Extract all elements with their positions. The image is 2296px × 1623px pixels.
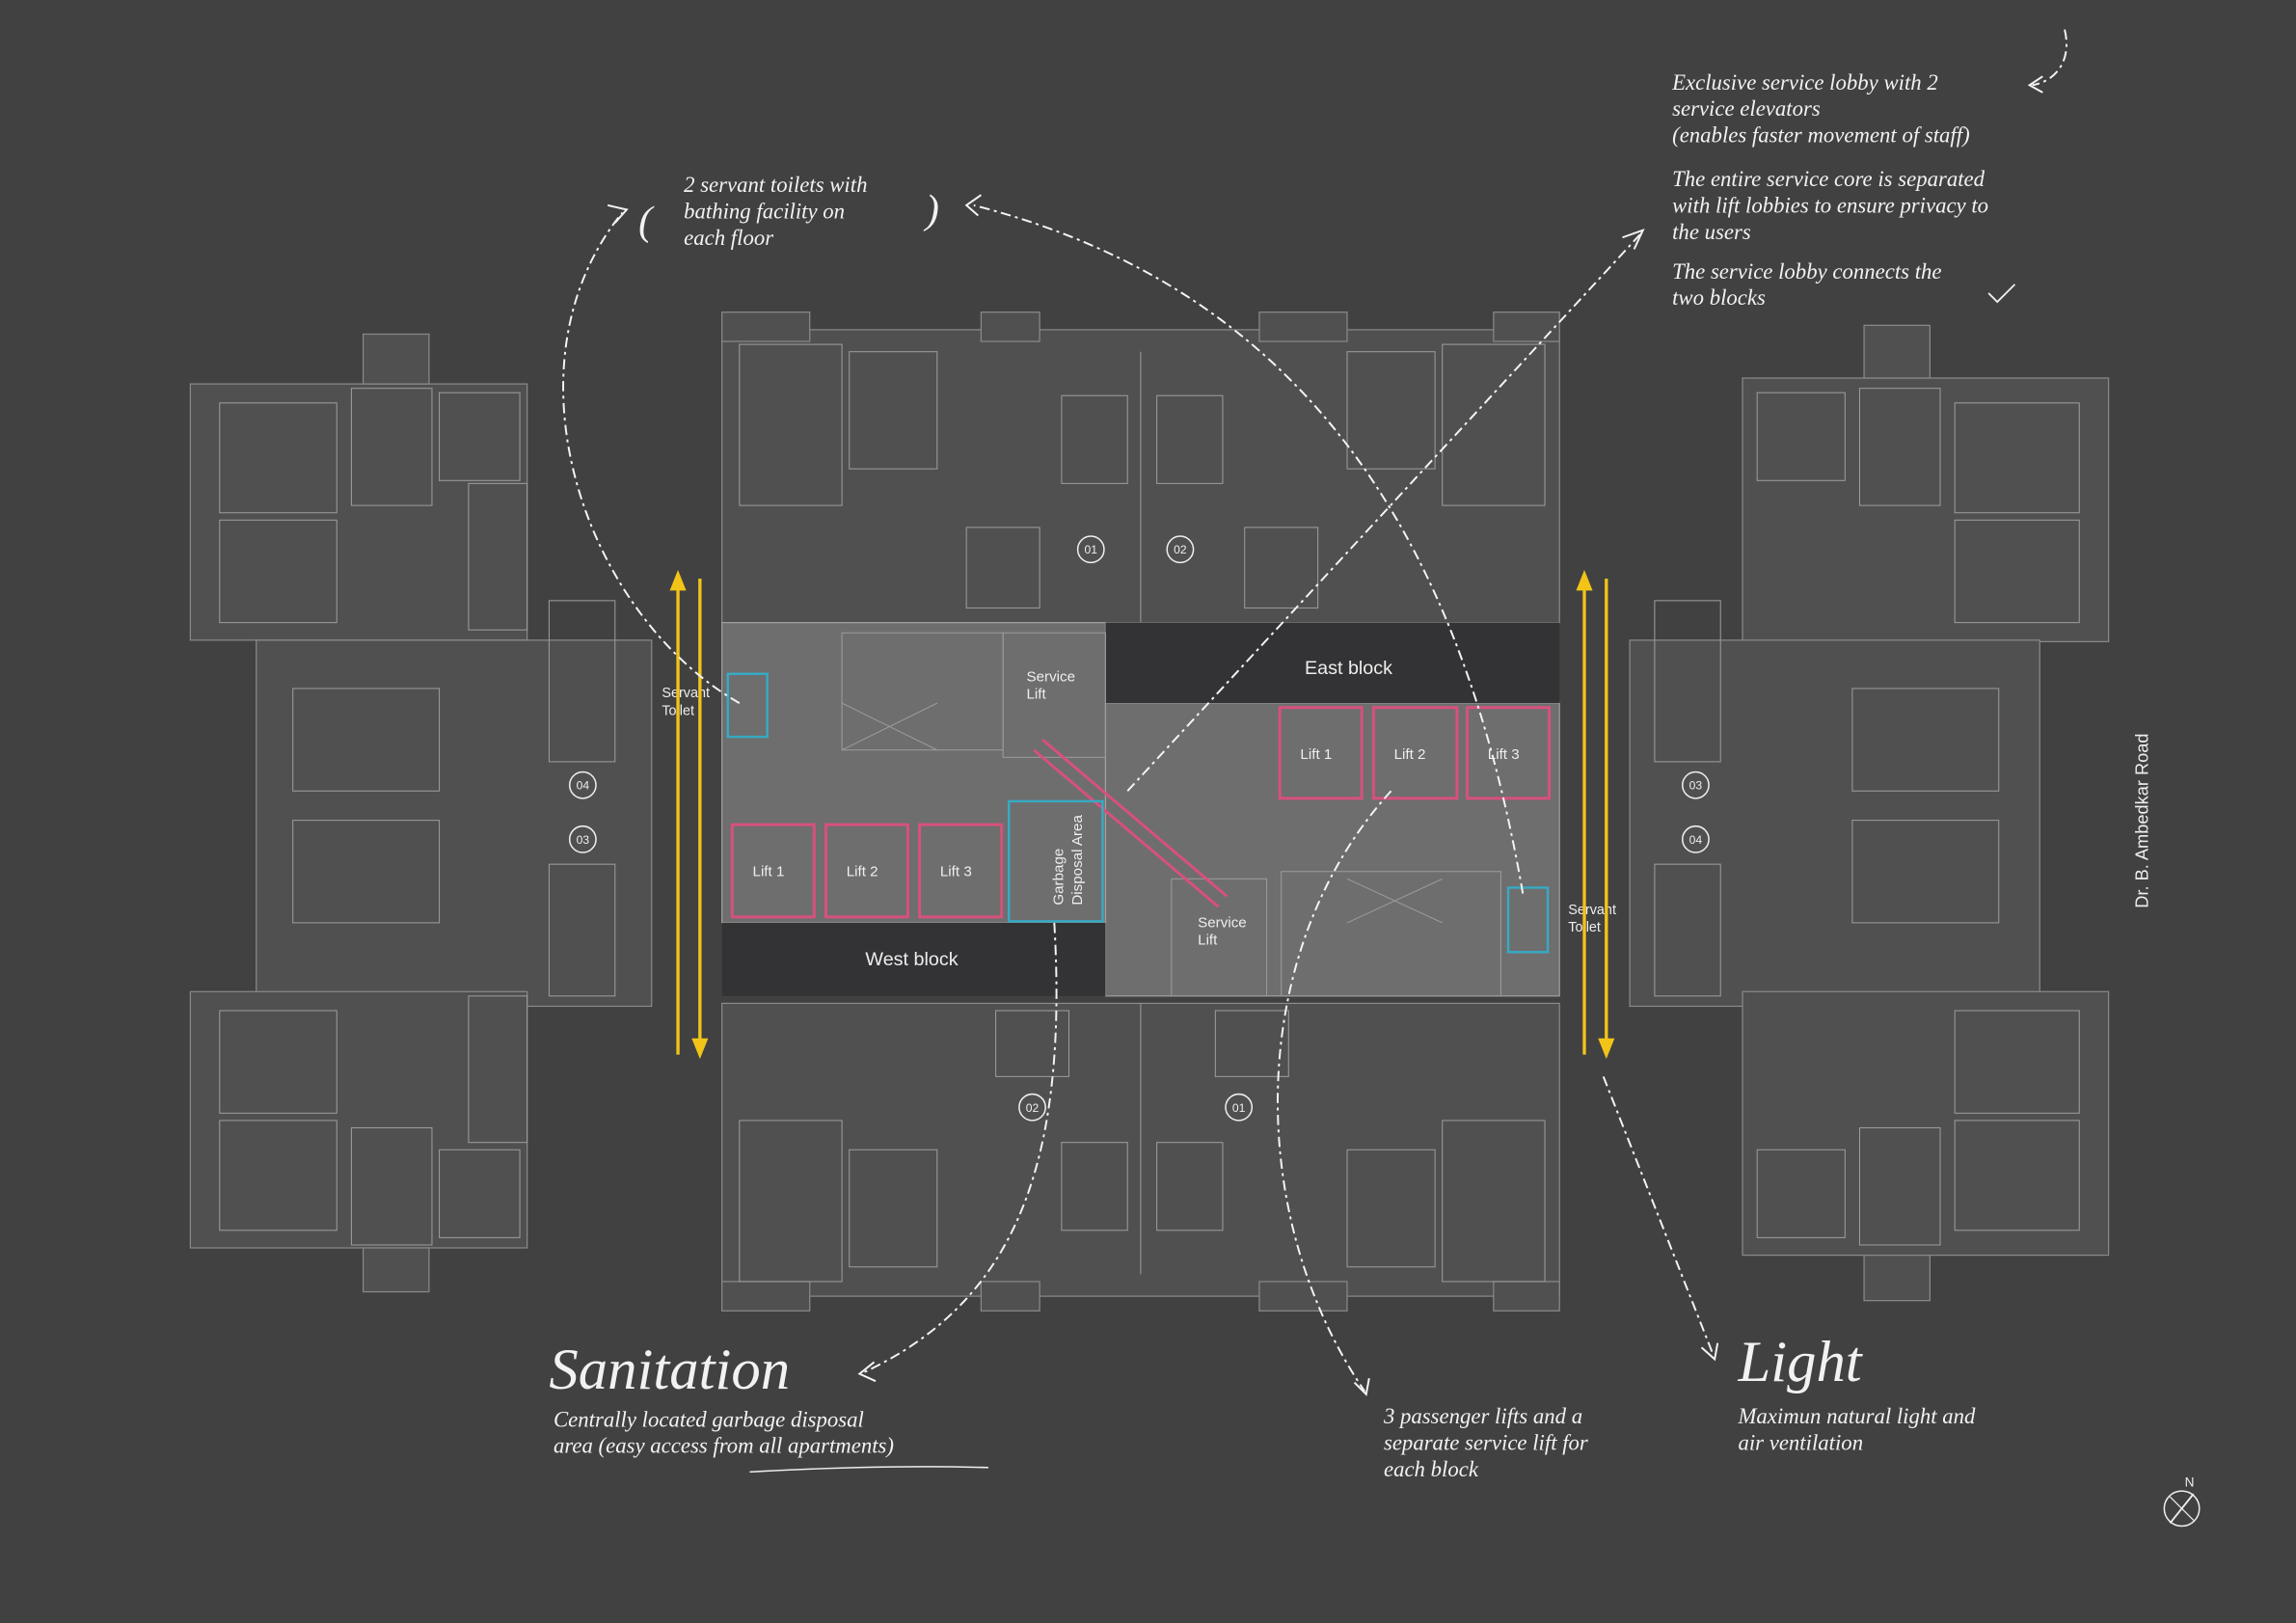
annotation-line: each floor <box>684 226 773 250</box>
service-lift-west-label-2: Lift <box>1026 687 1046 703</box>
garbage-label-1: Garbage <box>1050 849 1067 906</box>
annotation-line: service elevators <box>1672 96 1821 121</box>
sanitation-title: Sanitation <box>549 1338 790 1402</box>
annotation-line: Exclusive service lobby with 2 <box>1671 70 1938 95</box>
unit-number: 03 <box>577 833 590 847</box>
annotation-line: area (easy access from all apartments) <box>554 1434 894 1458</box>
unit-number: 04 <box>577 779 590 793</box>
annotation-line: The service lobby connects the <box>1672 259 1941 284</box>
garbage-disposal-area <box>1008 799 1104 923</box>
unit-number: 02 <box>1174 543 1187 556</box>
annotation-line: separate service lift for <box>1384 1431 1588 1455</box>
annotation-line: each block <box>1384 1457 1479 1481</box>
light-title: Light <box>1737 1330 1863 1394</box>
annotation-line: 2 servant toilets with <box>684 173 867 197</box>
annotation-line: air ventilation <box>1738 1431 1863 1455</box>
garbage-label-2: Disposal Area <box>1069 815 1086 906</box>
west-lift-3-label: Lift 3 <box>940 863 972 879</box>
unit-number: 01 <box>1232 1101 1246 1115</box>
compass-icon: N <box>2163 1475 2201 1528</box>
annotation-line: the users <box>1672 220 1751 244</box>
servant-toilet-west <box>726 672 769 739</box>
left-wing <box>189 333 653 1293</box>
annotation-servant-toilets: ( ) 2 servant toilets with bathing facil… <box>638 173 939 250</box>
west-block-label: West block <box>865 949 958 970</box>
top-block <box>721 311 1560 624</box>
annotation-line: Maximun natural light and <box>1737 1404 1976 1428</box>
annotation-arrows <box>562 29 2067 1396</box>
unit-number: 02 <box>1026 1101 1040 1115</box>
servant-toilet-east <box>1506 886 1550 954</box>
east-block-label: East block <box>1305 658 1392 679</box>
unit-markers: 01 02 02 01 04 03 03 04 <box>568 535 1710 1122</box>
west-lift-2-label: Lift 2 <box>847 863 878 879</box>
unit-number: 01 <box>1085 543 1098 556</box>
right-wing <box>1629 324 2110 1302</box>
annotation-service-lobby: Exclusive service lobby with 2 service e… <box>1671 70 2016 310</box>
servant-toilet-east-label-1: Servant <box>1568 903 1616 918</box>
service-lift-east-label-1: Service <box>1198 914 1247 931</box>
east-lift-2-label: Lift 2 <box>1394 746 1426 763</box>
annotation-line: two blocks <box>1672 285 1766 310</box>
road-label: Dr. B. Ambedkar Road <box>2133 733 2152 907</box>
annotation-line: 3 passenger lifts and a <box>1383 1404 1582 1428</box>
east-lift-1-label: Lift 1 <box>1300 746 1332 763</box>
svg-text:(: ( <box>638 199 655 244</box>
unit-number: 03 <box>1689 779 1703 793</box>
east-lift-3-label: Lift 3 <box>1488 746 1520 763</box>
service-lift-east-label-2: Lift <box>1198 933 1218 949</box>
unit-number: 04 <box>1689 833 1703 847</box>
service-lobby-line <box>1041 738 1229 898</box>
annotation-line: The entire service core is separated <box>1672 167 1985 191</box>
west-lift-1-label: Lift 1 <box>753 863 785 879</box>
servant-toilet-west-label-1: Servant <box>662 686 710 701</box>
compass-north-label: N <box>2185 1475 2195 1490</box>
west-lifts: Lift 1 Lift 2 Lift 3 <box>730 823 1004 919</box>
annotation-light: Light Maximun natural light and air vent… <box>1737 1330 1976 1454</box>
annotation-line: Centrally located garbage disposal <box>554 1407 864 1431</box>
service-core <box>721 622 1560 997</box>
annotation-line: bathing facility on <box>684 200 845 224</box>
bottom-block <box>721 1002 1560 1312</box>
light-arrows <box>669 570 1615 1060</box>
service-lift-west-label-1: Service <box>1026 668 1075 685</box>
east-lifts: Lift 1 Lift 2 Lift 3 <box>1278 706 1552 800</box>
annotation-lifts: 3 passenger lifts and a separate service… <box>1383 1404 1588 1481</box>
svg-text:): ) <box>923 187 939 232</box>
service-lobby-line <box>1033 748 1220 908</box>
annotation-sanitation: Sanitation Centrally located garbage dis… <box>549 1338 989 1474</box>
checkmark-icon <box>1987 284 2016 304</box>
annotation-line: (enables faster movement of staff) <box>1672 123 1970 148</box>
annotation-line: with lift lobbies to ensure privacy to <box>1672 193 1988 217</box>
